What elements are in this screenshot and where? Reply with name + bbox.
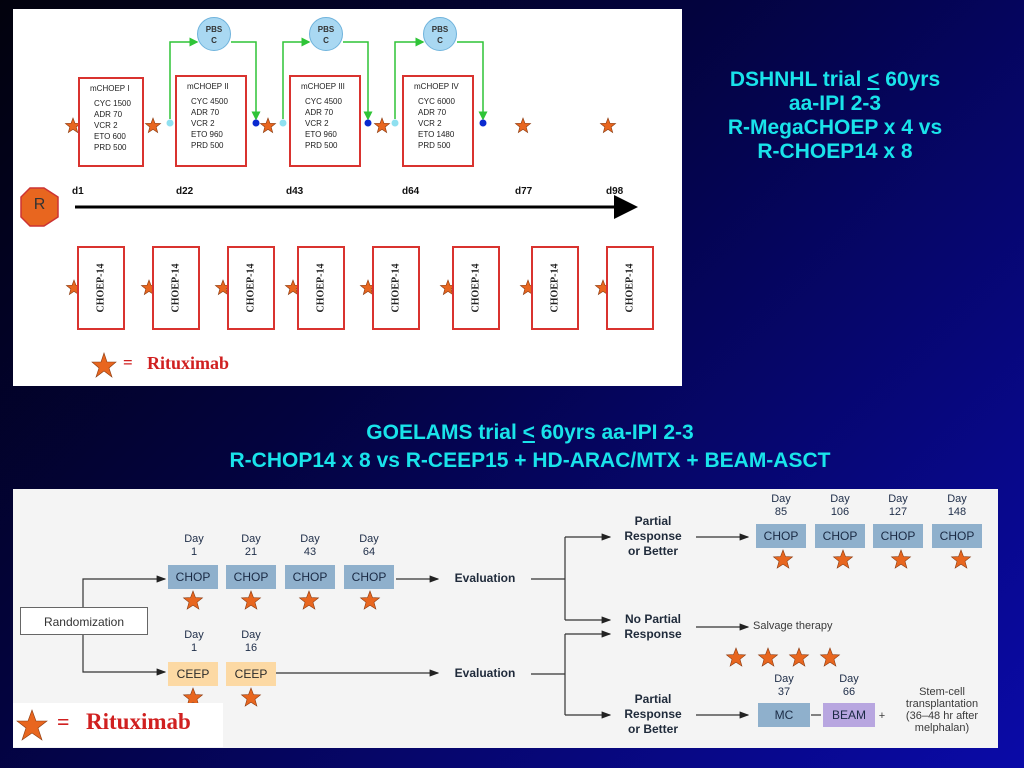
rituximab-legend-text: Rituximab	[147, 353, 230, 373]
rituximab-star-icon-b-9	[890, 549, 912, 569]
rituximab-star-icon-2	[144, 117, 162, 134]
rituximab-star-icon-b-8	[832, 549, 854, 569]
goelams-diagram-lines	[82, 533, 972, 719]
rituximab-star-icon-4	[373, 117, 391, 134]
choep14-box-7: CHOEP-14	[531, 246, 579, 330]
pbsc-arrow-2	[282, 37, 373, 121]
dshnhl-title: DSHNHL trial < 60yrs aa-IPI 2-3 R-MegaCH…	[727, 68, 943, 163]
pbsc-arrow-3	[394, 37, 488, 121]
day-label-d64: d64	[402, 186, 420, 197]
rituximab-legend-text-bottom: Rituximab	[86, 709, 191, 734]
rituximab-star-icon-b-4	[359, 590, 381, 610]
evaluation-lower: Evaluation	[454, 666, 516, 680]
rituximab-stars-top	[64, 117, 617, 296]
goelams-title: GOELAMS trial < 60yrs aa-IPI 2-3 R-CHOP1…	[229, 421, 831, 472]
choep14-box-4: CHOEP-14	[297, 246, 345, 330]
rituximab-legend-star-icon	[91, 352, 117, 378]
rituximab-legend-equals-bottom: =	[57, 709, 70, 734]
chop-box-4: CHOP	[344, 565, 394, 589]
rituximab-legend-equals: =	[123, 353, 133, 372]
choep14-box-6: CHOEP-14	[452, 246, 500, 330]
rituximab-star-icon-5	[514, 117, 532, 134]
rituximab-legend-star-icon-bottom	[16, 709, 48, 741]
connector-dots	[166, 119, 487, 127]
rituximab-star-icon-b-14	[819, 647, 841, 667]
rituximab-star-icon-6	[599, 117, 617, 134]
late-chop-box-4: CHOP	[932, 524, 982, 548]
ceep-box-2: CEEP	[226, 662, 276, 686]
rituximab-star-icon-3	[259, 117, 277, 134]
salvage-therapy: Salvage therapy	[753, 620, 833, 632]
dshnhl-diagram-lines	[20, 37, 638, 296]
rituximab-star-icon-b-12	[757, 647, 779, 667]
choep14-box-2: CHOEP-14	[152, 246, 200, 330]
day-label-d98: d98	[606, 186, 624, 197]
mc-box: MC	[758, 703, 810, 727]
chop-box-1: CHOP	[168, 565, 218, 589]
rituximab-legend: = Rituximab	[13, 703, 223, 747]
ceep-box-1: CEEP	[168, 662, 218, 686]
late-chop-box-1: CHOP	[756, 524, 806, 548]
randomization-octagon	[20, 187, 59, 227]
chop-box-2: CHOP	[226, 565, 276, 589]
rituximab-stars-bottom	[182, 549, 972, 707]
rituximab-star-icon-b-3	[298, 590, 320, 610]
day-label-d43: d43	[286, 186, 304, 197]
rituximab-star-icon-b-11	[725, 647, 747, 667]
randomization-box: Randomization	[20, 607, 148, 635]
chop-box-3: CHOP	[285, 565, 335, 589]
late-chop-box-3: CHOP	[873, 524, 923, 548]
pbsc-arrow-1	[169, 37, 261, 121]
choep14-box-8: CHOEP-14	[606, 246, 654, 330]
rituximab-star-icon-b-2	[240, 590, 262, 610]
late-chop-box-2: CHOP	[815, 524, 865, 548]
randomization-label: R	[33, 196, 46, 213]
choep14-box-1: CHOEP-14	[77, 246, 125, 330]
rituximab-star-icon-b-10	[950, 549, 972, 569]
beam-box: BEAM	[823, 703, 875, 727]
rituximab-star-icon-b-1	[182, 590, 204, 610]
rituximab-star-icon-b-5	[182, 687, 204, 707]
rituximab-star-icon-b-13	[788, 647, 810, 667]
plus-sign: +	[878, 710, 886, 722]
choep14-box-5: CHOEP-14	[372, 246, 420, 330]
evaluation-upper: Evaluation	[454, 571, 516, 585]
choep14-box-3: CHOEP-14	[227, 246, 275, 330]
rituximab-star-icon-b-6	[240, 687, 262, 707]
day-label-d77: d77	[515, 186, 533, 197]
rituximab-star-icon-b-7	[772, 549, 794, 569]
day-label-d1: d1	[72, 186, 84, 197]
day-label-d22: d22	[176, 186, 194, 197]
